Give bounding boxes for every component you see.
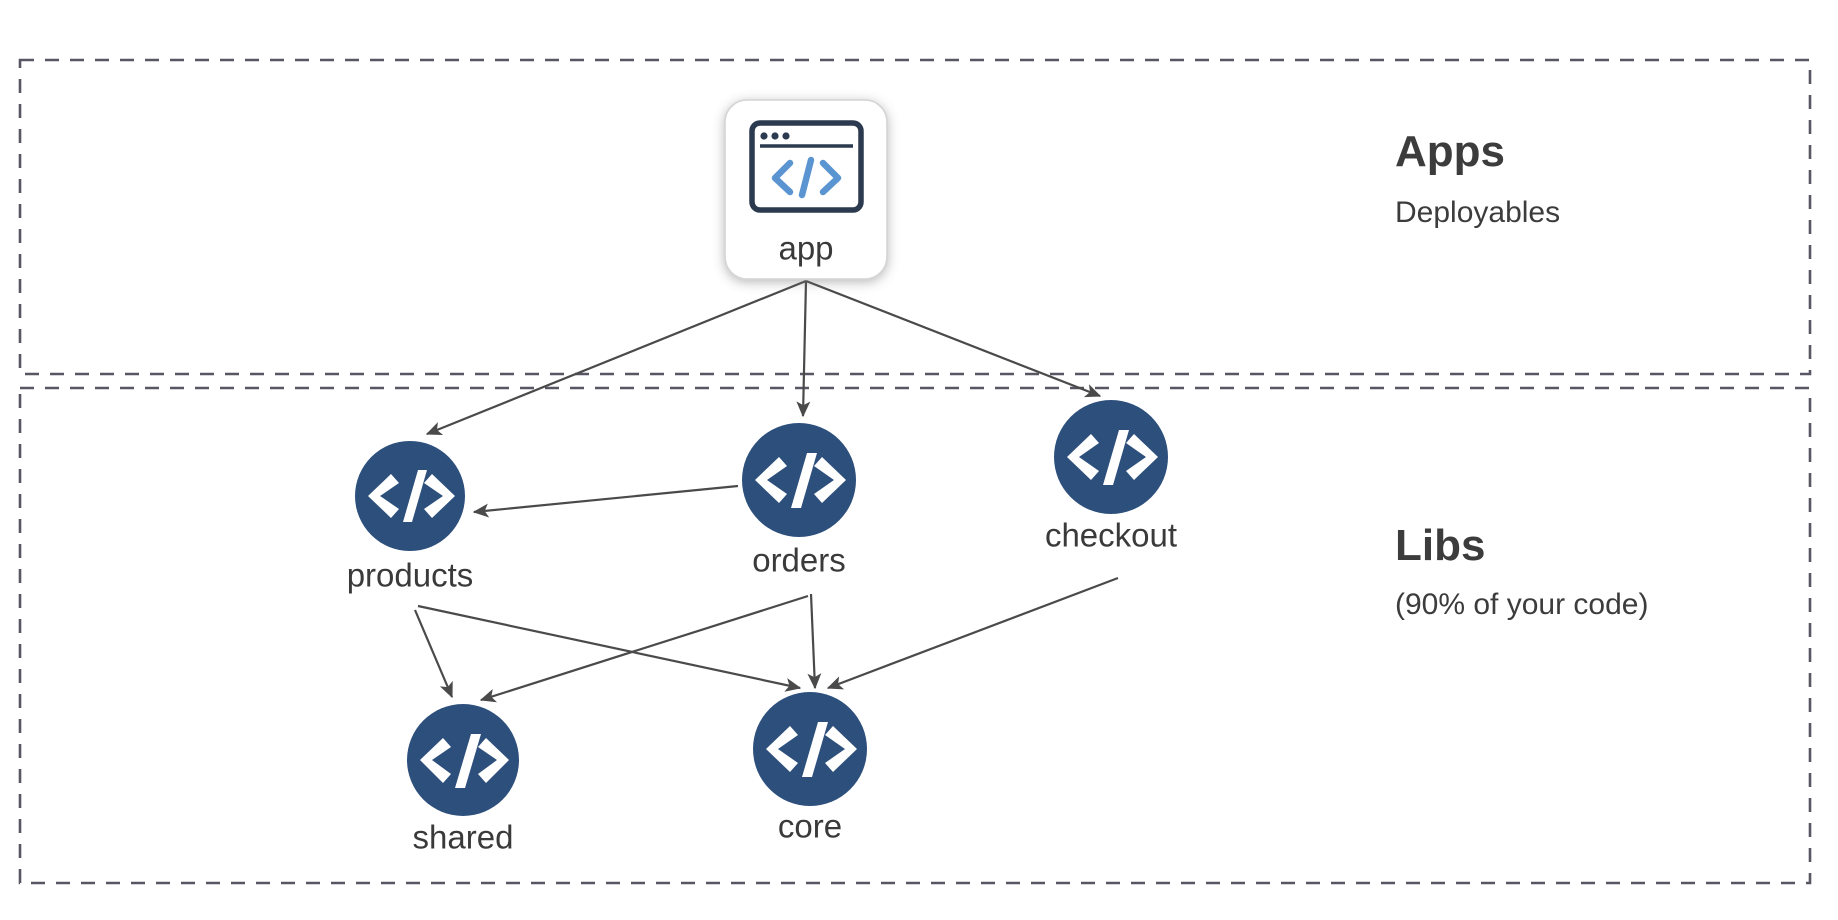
node-products[interactable]: products: [347, 441, 474, 594]
angle-bracket-slash-glyph: [771, 156, 842, 199]
zone-apps-subtitle: Deployables: [1395, 196, 1560, 229]
edge-app-to-checkout: [805, 279, 1102, 398]
node-products-label: products: [347, 557, 474, 594]
zone-apps-title: Apps: [1395, 127, 1505, 176]
edge-checkout-to-core: [826, 576, 1119, 690]
code-circle-icon: [368, 470, 455, 522]
edge-orders-to-shared: [479, 594, 809, 703]
zone-libs-subtitle: (90% of your code): [1395, 588, 1648, 621]
edge-app-to-orders: [796, 280, 811, 418]
edge-orders-to-core: [807, 593, 822, 690]
window-dot-1: [760, 132, 768, 140]
node-orders[interactable]: orders: [742, 423, 856, 579]
products-circle: [355, 441, 465, 551]
node-core-label: core: [778, 808, 842, 845]
node-core[interactable]: core: [753, 692, 867, 845]
checkout-circle: [1054, 400, 1168, 514]
shared-circle: [407, 704, 519, 816]
edge-products-to-core: [417, 604, 802, 692]
code-window-icon: [749, 120, 864, 213]
zone-libs-title: Libs: [1395, 521, 1485, 570]
edge-app-to-products: [425, 279, 807, 436]
core-circle: [753, 692, 867, 806]
edge-orders-to-products: [472, 484, 739, 518]
node-shared[interactable]: shared: [407, 704, 519, 856]
window-dot-2: [771, 132, 779, 140]
node-checkout-label: checkout: [1045, 517, 1177, 554]
code-circle-icon: [420, 734, 509, 788]
code-circle-icon: [1067, 430, 1158, 485]
window-dot-3: [782, 132, 790, 140]
node-app-label: app: [778, 230, 833, 267]
edge-group: [413, 279, 1119, 703]
code-circle-icon: [766, 722, 857, 777]
node-checkout[interactable]: checkout: [1045, 400, 1177, 554]
zone-apps-border: [18, 58, 1812, 376]
zone-libs-border: [18, 386, 1812, 885]
code-circle-icon: [755, 453, 846, 508]
node-shared-label: shared: [413, 819, 514, 856]
edge-products-to-shared: [413, 609, 454, 699]
orders-circle: [742, 423, 856, 537]
zone-libs: Libs (90% of your code): [18, 386, 1812, 885]
node-orders-label: orders: [752, 542, 846, 579]
zone-apps: Apps Deployables: [18, 58, 1812, 376]
node-app[interactable]: app: [724, 99, 888, 280]
